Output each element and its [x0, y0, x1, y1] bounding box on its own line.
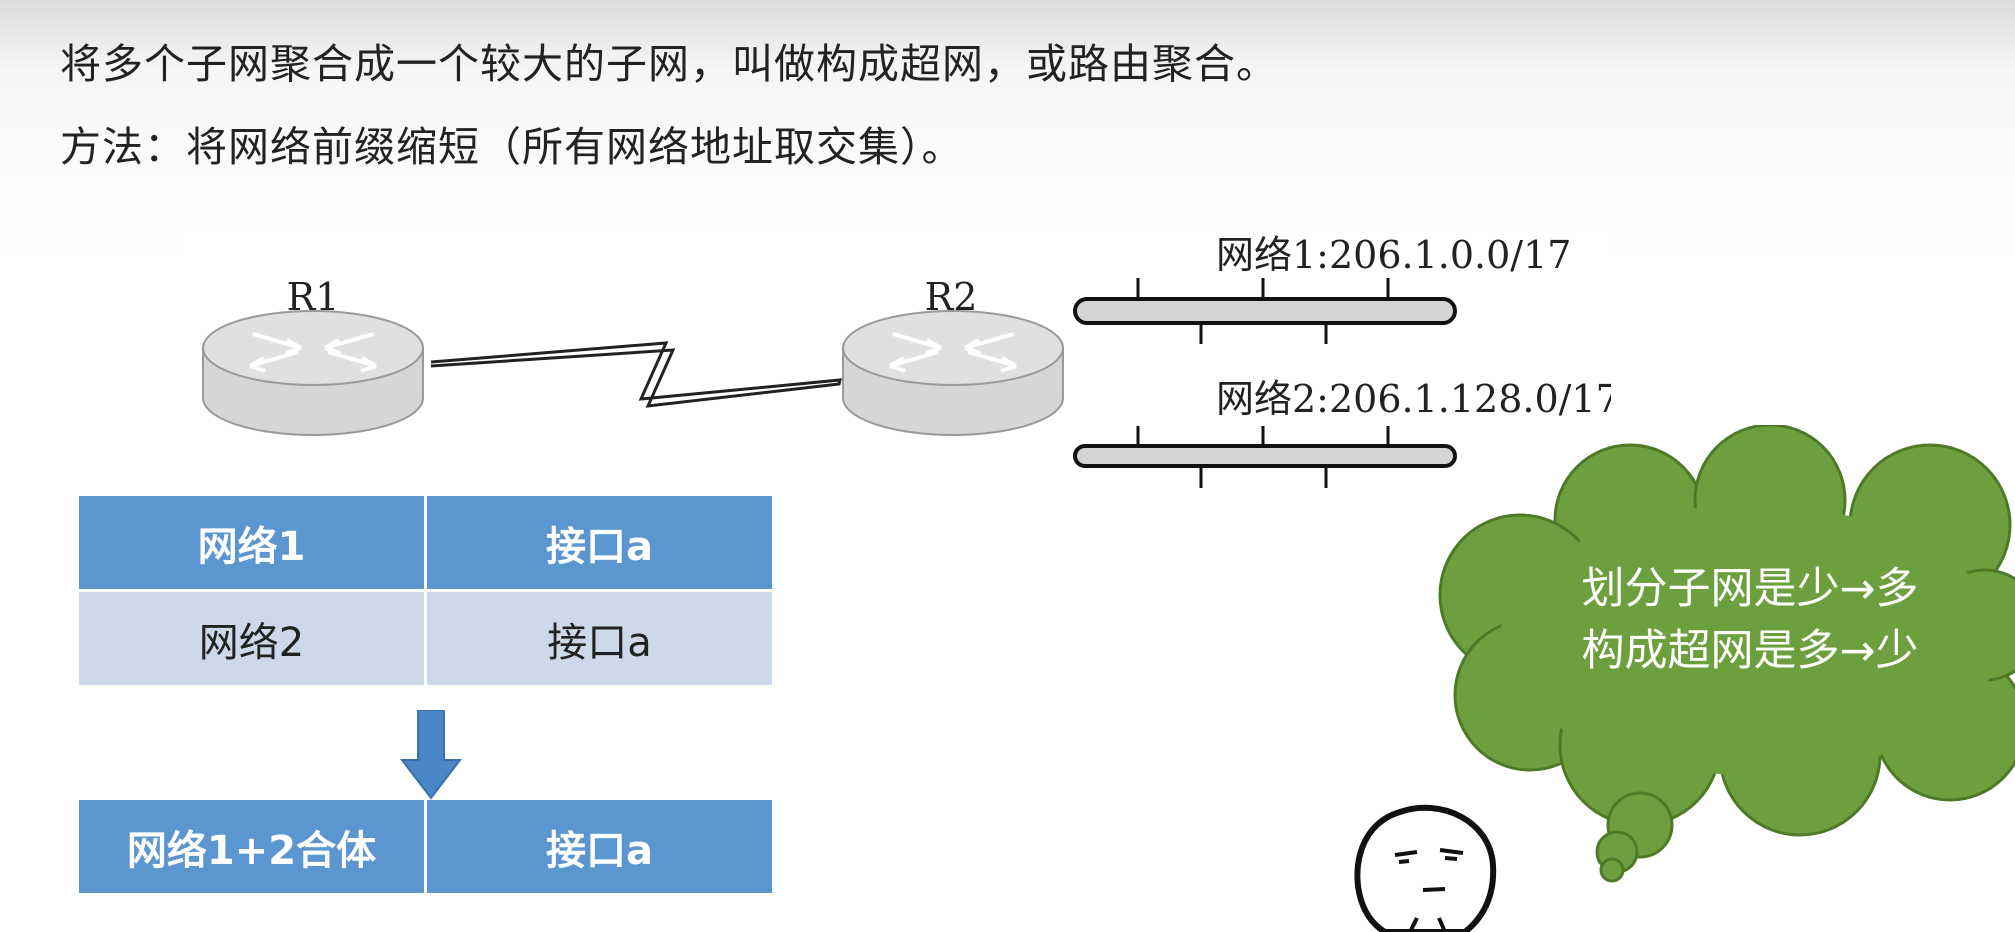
thought-line-2: 构成超网是多→少 — [1581, 626, 1919, 676]
intro-line-1: 将多个子网聚合成一个较大的子网，叫做构成超网，或路由聚合。 — [60, 40, 1278, 88]
aggregated-routing-table: 网络1+2合体 接口a — [76, 797, 775, 896]
meme-face-icon — [1354, 804, 1497, 932]
serial-link — [430, 341, 842, 408]
table-row: 网络2 接口a — [79, 592, 772, 685]
router-r2-label: R2 — [925, 275, 978, 319]
router-r2-icon — [842, 310, 1064, 436]
network-cell: 网络2 — [79, 592, 424, 685]
routing-table: 网络1 接口a 网络2 接口a — [76, 493, 775, 688]
network-2-bus — [1073, 426, 1457, 488]
network-cell: 网络1 — [79, 496, 424, 589]
router-r1-label: R1 — [287, 275, 340, 319]
thought-bubble-text: 划分子网是少→多 构成超网是多→少 — [1560, 558, 1940, 682]
intro-line-2: 方法：将网络前缀缩短（所有网络地址取交集）。 — [60, 123, 964, 171]
interface-cell: 接口a — [427, 496, 772, 589]
table-row: 网络1 接口a — [79, 496, 772, 589]
interface-cell: 接口a — [427, 800, 772, 893]
thought-line-1: 划分子网是少→多 — [1581, 564, 1919, 614]
arrow-down-icon — [400, 710, 462, 800]
router-r1-icon — [202, 310, 424, 436]
table-row: 网络1+2合体 接口a — [79, 800, 772, 893]
network-diagram: R1 R2 网络1:206.1.0.0/17 网络2:206.1.128.0/1… — [183, 226, 1611, 494]
network-cell: 网络1+2合体 — [79, 800, 424, 893]
network-1-bus — [1073, 278, 1457, 344]
network-1-label: 网络1:206.1.0.0/17 — [1216, 233, 1571, 277]
thought-cloud-icon — [1438, 425, 2015, 883]
interface-cell: 接口a — [427, 592, 772, 685]
network-2-label: 网络2:206.1.128.0/17 — [1216, 377, 1611, 421]
